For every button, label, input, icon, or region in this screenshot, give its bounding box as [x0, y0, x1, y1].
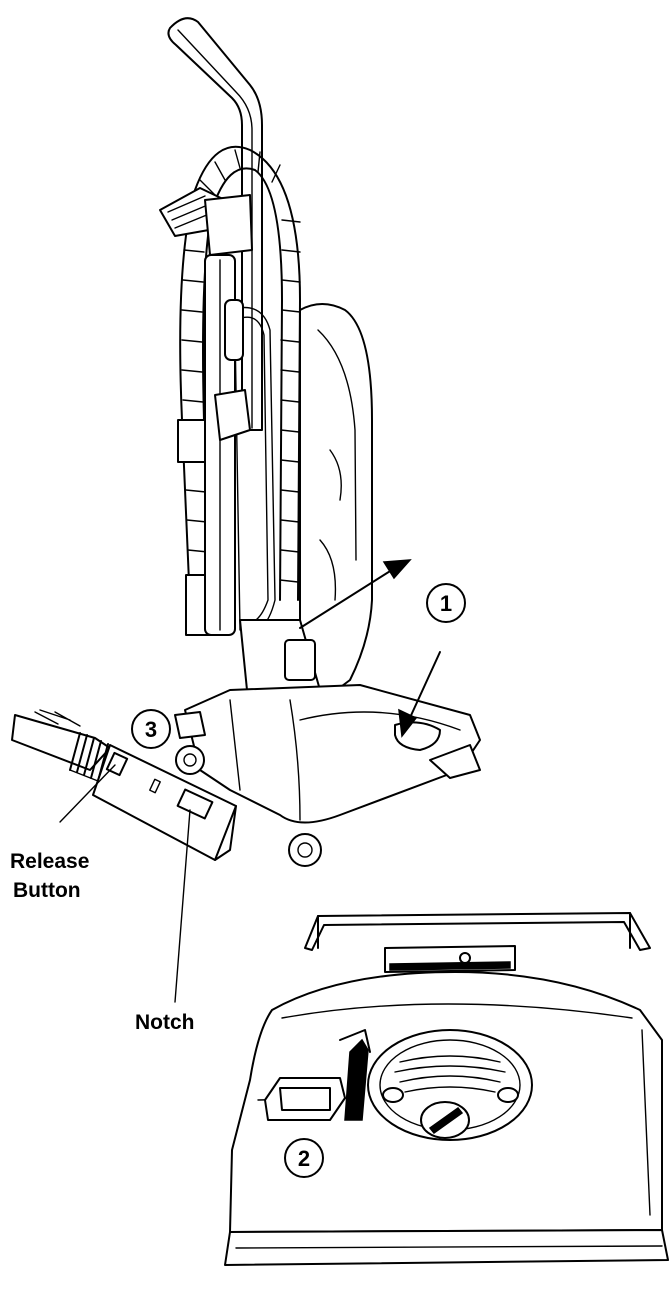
release-button-label-line1: Release	[10, 850, 89, 873]
step3-badge: 3	[131, 709, 171, 749]
notch-leader	[174, 809, 191, 1003]
arrow-bag-release	[299, 567, 396, 629]
filter-plate	[367, 1029, 533, 1141]
step2-label: 2	[298, 1146, 310, 1171]
bag-connector-illustration	[11, 709, 237, 861]
hinged-top-cover	[304, 912, 651, 951]
vacuum-handle	[167, 17, 263, 431]
notch-shape	[176, 788, 214, 820]
arrow-bag-holder	[407, 651, 441, 723]
upright-vacuum-illustration	[159, 17, 481, 867]
step2-badge: 2	[284, 1138, 324, 1178]
release-button-leader	[59, 764, 116, 823]
hose-ribs	[181, 149, 301, 583]
step1-badge: 1	[426, 583, 466, 623]
release-button-shape	[105, 751, 129, 777]
step3-label: 3	[145, 717, 157, 742]
step1-label: 1	[440, 591, 452, 616]
rear-wheel	[175, 745, 205, 775]
vacuum-hose	[179, 145, 301, 606]
bag-pocket-slot	[344, 1038, 369, 1121]
step1-arrows	[299, 559, 441, 738]
release-button-label-line2: Button	[13, 879, 81, 902]
bag-holder-illustration	[224, 912, 669, 1266]
hose-clip	[177, 419, 209, 463]
notch-label: Notch	[135, 1011, 195, 1034]
bag-connector-tube	[11, 714, 111, 771]
vacuum-bag-cover	[299, 303, 373, 696]
front-wheel	[288, 833, 322, 867]
